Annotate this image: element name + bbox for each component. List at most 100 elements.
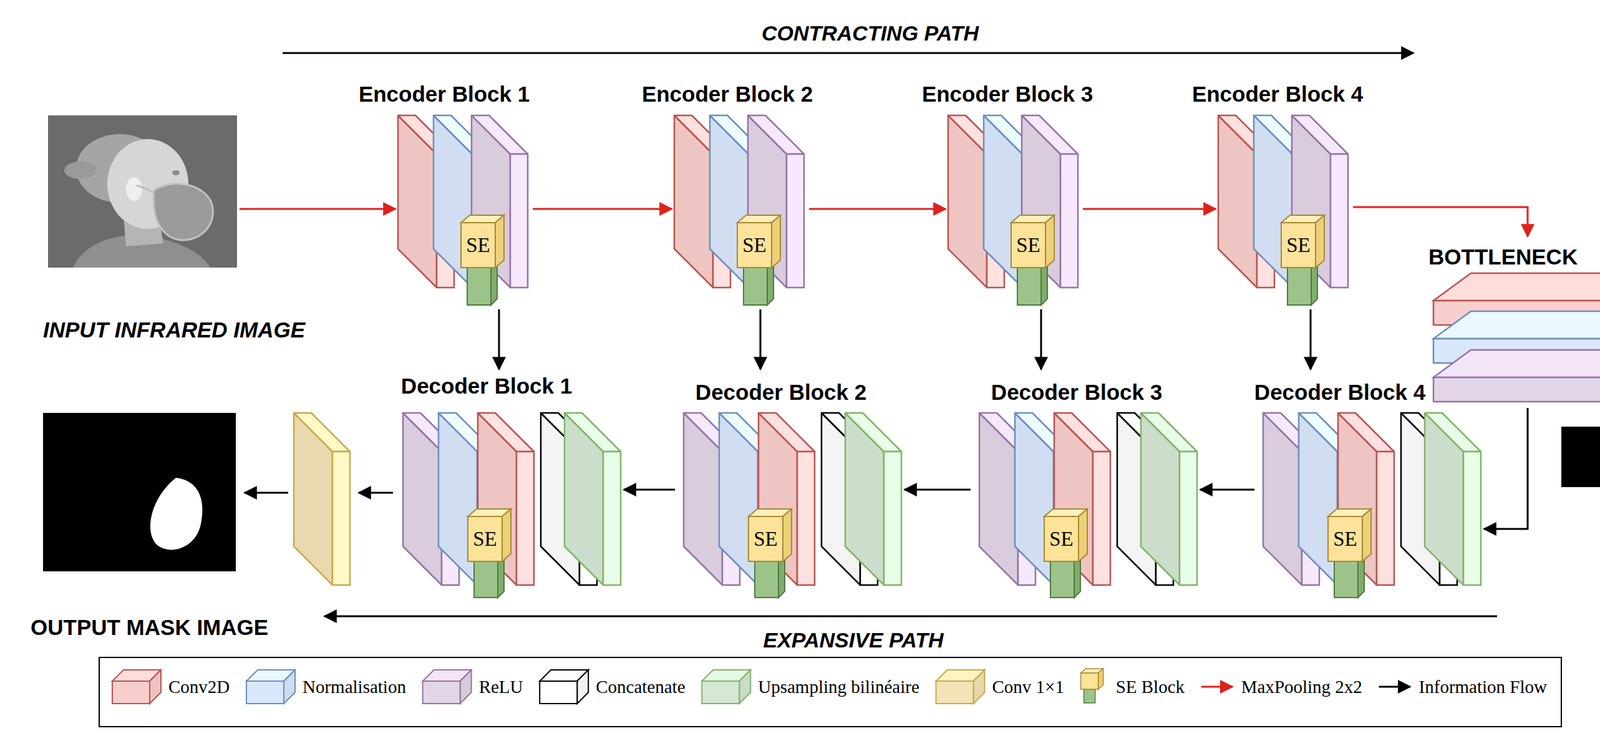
- swatch-front: [701, 681, 740, 704]
- swatch-side: [283, 669, 296, 704]
- se-green-front: [743, 267, 768, 306]
- swatch-green: [1084, 689, 1096, 704]
- se-cube: [1044, 509, 1088, 598]
- encoder-stack: [948, 115, 1078, 306]
- legend-item: Upsampling bilinéaire: [757, 676, 920, 699]
- input-image: INPUT INFRARED IMAGE: [48, 115, 238, 268]
- se-label: SE: [1328, 516, 1363, 562]
- mask-ground: [43, 412, 236, 572]
- se-yellow-side: [1315, 215, 1325, 268]
- flow-arrow: [498, 309, 501, 370]
- legend-item: Conv2D: [168, 676, 230, 699]
- slab-top: [1338, 412, 1395, 452]
- slab-top: [1054, 412, 1111, 452]
- photo-ponytail: [64, 161, 97, 180]
- flow-arrow: [1200, 489, 1255, 491]
- decoder-block: Decoder Block 2 SE: [677, 373, 902, 604]
- slab-top: [1140, 412, 1198, 452]
- se-yellow-front: [1328, 516, 1363, 562]
- encoder-stack: [397, 115, 528, 306]
- slab-front: [797, 451, 815, 586]
- swatch-side: [973, 669, 985, 704]
- maxpool-arrow: [1352, 207, 1528, 237]
- flow-arrow: [1309, 309, 1312, 370]
- slab-front: [1463, 451, 1481, 586]
- decoder-block: Decoder Block 1 SE: [396, 373, 622, 604]
- legend-item: Information Flow: [1419, 676, 1547, 699]
- path-label: CONTRACTING PATH: [761, 21, 979, 45]
- flow-arrow: [1040, 309, 1043, 370]
- photo-mask: [153, 184, 213, 241]
- slab-front: [883, 451, 902, 586]
- se-block: SE: [467, 516, 503, 562]
- se-block: SE: [1281, 222, 1316, 268]
- path-label-box: CONTRACTING PATH: [761, 21, 979, 46]
- se-green-front: [1287, 267, 1312, 306]
- legend-swatch: [246, 669, 296, 704]
- flow-arrow: [244, 492, 289, 495]
- se-yellow-side: [771, 215, 781, 268]
- se-green-front: [467, 267, 491, 306]
- se-label: SE: [1011, 222, 1046, 268]
- se-yellow-front: [1044, 516, 1079, 562]
- legend-swatch: [1201, 686, 1233, 688]
- legend-item: MaxPooling 2x2: [1241, 676, 1363, 699]
- expansive-arrow: [324, 615, 1498, 618]
- decoder-stack: [402, 412, 621, 598]
- slab-top: [1021, 115, 1078, 155]
- se-cube: [1281, 215, 1325, 306]
- slab-front: [603, 451, 621, 586]
- upsample-layer: [564, 412, 621, 586]
- decoder-stack: [1263, 412, 1481, 598]
- bottleneck-slab: [1433, 349, 1600, 402]
- swatch-front: [935, 681, 974, 704]
- se-yellow-side: [1045, 215, 1055, 268]
- photo-ear: [126, 177, 143, 201]
- decoder-block: Decoder Block 4SE: [1256, 373, 1482, 604]
- encoder-block: Encoder Block 3SE: [948, 81, 1081, 307]
- se-yellow-front: [467, 516, 503, 562]
- slab-front: [1060, 154, 1078, 288]
- se-yellow-front: [1281, 222, 1316, 268]
- block-title: Decoder Block 2: [695, 379, 867, 406]
- encoder-stack: [674, 115, 805, 306]
- legend-item: Conv 1×1: [991, 676, 1064, 699]
- se-yellow-side: [1362, 509, 1372, 562]
- slab-front: [1330, 154, 1348, 288]
- output-mask: OUTPUT MASK IMAGE: [43, 412, 236, 572]
- flow-arrow: [904, 489, 971, 491]
- block-title: Encoder Block 4: [1192, 81, 1363, 108]
- slab-front: [510, 154, 528, 288]
- se-label: SE: [1044, 516, 1079, 562]
- se-cube: [1328, 509, 1372, 598]
- swatch-front: [1081, 673, 1099, 690]
- se-cube: [748, 509, 792, 598]
- block-title: Encoder Block 1: [358, 81, 530, 108]
- se-label: SE: [748, 516, 783, 562]
- legend-swatch: [112, 669, 161, 704]
- photo-ground: [48, 115, 238, 268]
- block-title: Decoder Block 1: [401, 373, 573, 400]
- legend-swatch: [539, 669, 589, 704]
- flow-arrow: [1483, 407, 1528, 529]
- contracting-arrow: [282, 52, 1414, 55]
- legend-item: SE Block: [1115, 676, 1185, 699]
- slab-top: [845, 412, 902, 452]
- se-block: SE: [1328, 516, 1363, 562]
- maxpool-arrow: [239, 208, 396, 211]
- photo-eye: [172, 170, 180, 176]
- legend-label: SE Block: [1115, 676, 1185, 697]
- architecture-art: [43, 53, 1600, 727]
- se-yellow-front: [737, 222, 772, 268]
- slab-front: [1179, 451, 1198, 586]
- upsample-layer: [1424, 412, 1481, 586]
- slab-top: [758, 412, 815, 452]
- se-green-front: [1334, 561, 1358, 598]
- slab-front: [332, 451, 350, 586]
- se-label: SE: [737, 222, 772, 268]
- slab-front: [516, 451, 534, 586]
- slab-top: [1291, 115, 1348, 155]
- conv1x1-layer: [293, 412, 350, 586]
- se-label: SE: [460, 222, 496, 268]
